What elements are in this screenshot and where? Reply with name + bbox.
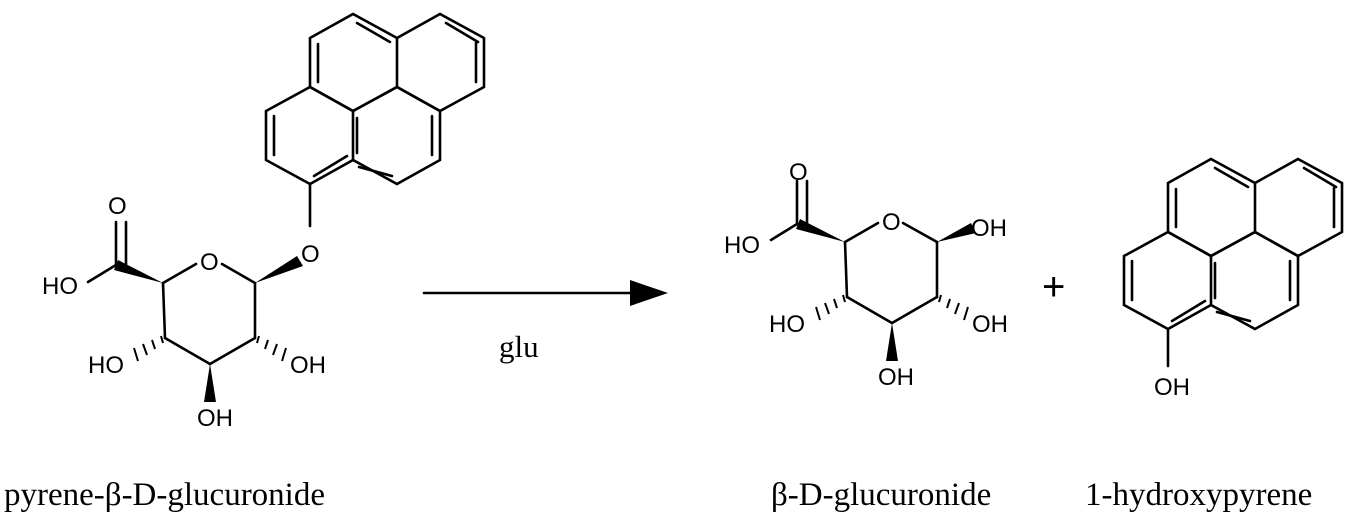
reaction-arrow: glu — [422, 280, 668, 364]
product-carboxyl-oh-label: HO — [724, 232, 760, 259]
glucuronide-ring: O O HO HO OH — [42, 193, 326, 432]
product-ring-oxygen-label: O — [882, 209, 901, 236]
hydroxyl-label-c4: OH — [290, 352, 326, 379]
product-glucuronide-structure: O OH O HO HO OH OH — [724, 159, 1008, 391]
ring-oxygen-label: O — [200, 249, 219, 276]
hashed-bond-left — [133, 335, 164, 362]
product-hydroxyl-c4-label: OH — [972, 311, 1008, 338]
product-hydroxyl-c2-label: HO — [769, 311, 805, 338]
hydroxyl-label-c2: HO — [88, 352, 124, 379]
plus-sign: + — [1042, 265, 1065, 309]
product-hashed-bond-right — [938, 294, 969, 321]
product-anomeric-oh-label: OH — [971, 215, 1007, 242]
hydroxyl-label-c3: OH — [197, 405, 233, 432]
ether-oxygen-label: O — [301, 241, 320, 268]
product1-name: β-D-glucuronide — [771, 477, 991, 513]
carboxyl-oh-label: HO — [42, 273, 78, 300]
hashed-bond-right — [256, 335, 287, 362]
substrate-structure: O O O HO HO — [42, 12, 486, 432]
product-hydroxypyrene-structure: OH — [1122, 157, 1344, 401]
product2-name: 1-hydroxypyrene — [1085, 477, 1312, 513]
reagent-label: glu — [499, 329, 539, 364]
product-hashed-bond-left — [815, 294, 846, 321]
product-carbonyl-oxygen-label: O — [789, 159, 808, 186]
pyrene-ring-system — [264, 12, 486, 186]
substrate-name: pyrene-β-D-glucuronide — [4, 477, 325, 513]
carbonyl-oxygen-label: O — [108, 193, 127, 220]
product-hydroxyl-c3-label: OH — [878, 364, 914, 391]
hydroxypyrene-oh-label: OH — [1154, 374, 1190, 401]
